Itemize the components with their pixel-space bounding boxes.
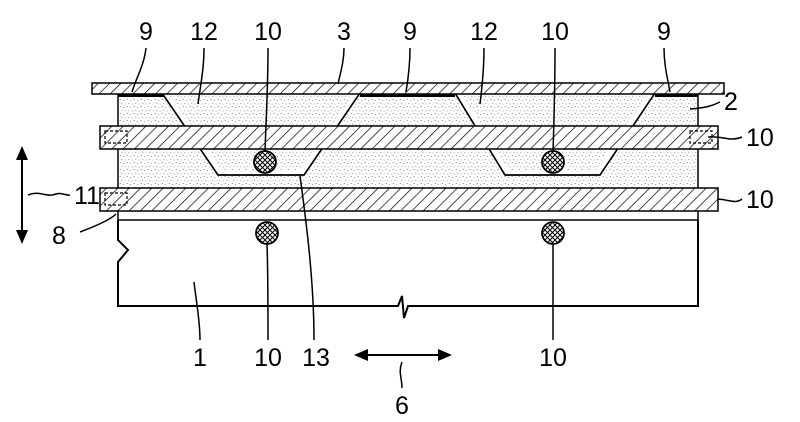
leader-lines [27, 47, 743, 389]
label-13: 13 [302, 344, 330, 372]
cover-plate-3 [91, 82, 725, 95]
bar-10-upper-end-left [104, 130, 128, 144]
label-10-right-lower: 10 [746, 186, 774, 214]
label-2: 2 [724, 88, 738, 116]
wire-10-lower-right [541, 221, 565, 245]
label-9-mid: 9 [403, 18, 417, 46]
bar-10-lower-end-left [104, 192, 128, 206]
label-12-right: 12 [470, 18, 498, 46]
label-11: 11 [74, 182, 100, 210]
label-9-left: 9 [139, 18, 153, 46]
label-8: 8 [52, 222, 66, 250]
label-10-top-right: 10 [541, 18, 569, 46]
label-12-left: 12 [190, 18, 218, 46]
label-6: 6 [395, 392, 409, 420]
label-10-top-left: 10 [254, 18, 282, 46]
base-body-1 [117, 220, 699, 319]
wire-10-lower-left [255, 221, 279, 245]
label-10-bottom-left: 10 [254, 344, 282, 372]
label-3: 3 [337, 18, 351, 46]
arrow-11-vertical [16, 146, 28, 244]
wire-10-upper-right [541, 150, 565, 174]
label-10-bottom-right: 10 [539, 344, 567, 372]
arrow-6-horizontal [354, 349, 452, 361]
reference-labels: 9 12 10 3 9 12 10 9 2 10 10 11 8 1 10 13… [52, 18, 774, 420]
label-9-right: 9 [657, 18, 671, 46]
bar-10-upper [99, 125, 719, 150]
label-10-right-upper: 10 [746, 124, 774, 152]
bar-10-lower [99, 187, 719, 212]
wire-10-upper-left [253, 150, 277, 174]
label-1: 1 [193, 344, 207, 372]
